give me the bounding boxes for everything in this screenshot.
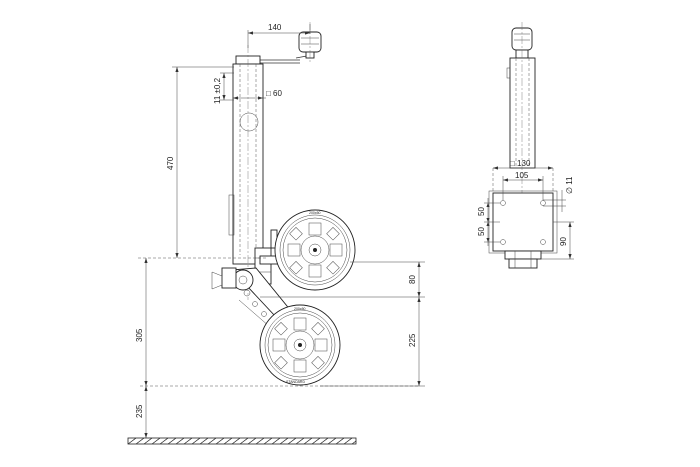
dim-plate-square: □ 130 xyxy=(493,159,553,170)
dim-clamp-80-label: 80 xyxy=(408,275,417,284)
dim-pin-offset: 11 ±0,2 xyxy=(213,72,234,104)
dim-clamp-80: 80 xyxy=(408,262,421,297)
dim-ground-235-label: 235 xyxy=(135,404,144,418)
side-view: 200x50 xyxy=(127,22,425,445)
dim-vertical-50s: 50 50 xyxy=(477,198,500,246)
dim-pin-offset-label: 11 ±0,2 xyxy=(213,77,222,104)
dim-vertical-90-label: 90 xyxy=(559,237,568,246)
ground xyxy=(127,385,420,445)
dim-vertical-90: 90 xyxy=(541,221,574,260)
dim-hole-dia-label: ∅ 11 xyxy=(565,176,574,194)
lower-tyre-text-top: 200x50 xyxy=(294,307,306,311)
dim-total-305-label: 305 xyxy=(135,328,144,342)
dim-height-470-label: 470 xyxy=(166,156,175,170)
lower-wheel: 200x50 STANDARD xyxy=(259,304,341,386)
mounting-plate xyxy=(488,168,558,269)
dim-total-305: 305 xyxy=(135,258,148,386)
dim-v50-lower-label: 50 xyxy=(477,227,486,236)
reference-lines xyxy=(138,257,425,387)
dim-hole-spacing: 105 xyxy=(502,171,544,200)
dim-hole-dia: ∅ 11 xyxy=(543,176,574,212)
dim-crank-offset-label: 140 xyxy=(268,23,282,32)
dim-crank-offset: 140 xyxy=(247,23,311,48)
dim-v50-upper-label: 50 xyxy=(477,207,486,216)
upper-wheel: 200x50 xyxy=(274,209,356,291)
dim-wheel-225: 225 xyxy=(408,297,421,386)
dim-hole-spacing-label: 105 xyxy=(515,171,529,180)
lower-tyre-text-bottom: STANDARD xyxy=(286,380,305,384)
dim-wheel-225-label: 225 xyxy=(408,333,417,347)
dim-tube-square: □ 60 xyxy=(233,89,283,100)
dim-ground-235: 235 xyxy=(135,386,148,438)
upper-tyre-text: 200x50 xyxy=(309,211,321,215)
dim-plate-square-label: □ 130 xyxy=(510,159,531,168)
front-view: □ 130 105 ∅ 11 50 50 xyxy=(477,22,574,270)
dim-height-470: 470 xyxy=(166,66,234,258)
dim-tube-square-label: □ 60 xyxy=(266,89,283,98)
